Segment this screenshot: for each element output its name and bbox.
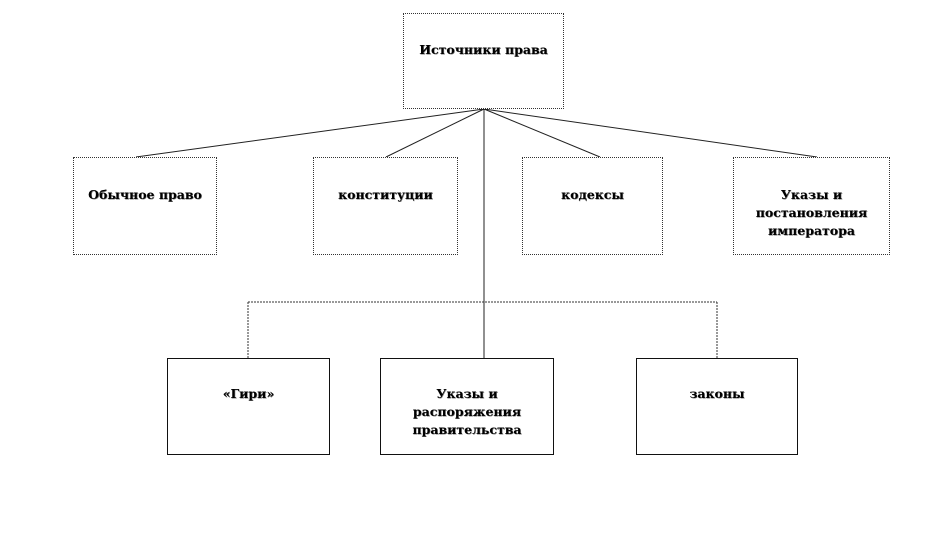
node-ukazy-pravitelstva: Указы и распоряжения правительства [380,358,554,455]
node-kodeksy: кодексы [522,157,663,255]
node-label: законы [689,386,745,401]
node-label: Указы и распоряжения правительства [412,386,522,437]
node-obychnoe-pravo: Обычное право [73,157,217,255]
edge-root-to-kodeksy [483,108,601,158]
node-konstitutsii: конституции [313,157,458,255]
node-label: Указы и постановления императора [755,187,868,238]
node-zakony: законы [636,358,798,455]
edge-root-to-ukazy-imperatora [483,108,818,158]
node-label: Источники права [419,42,548,57]
node-label: Обычное право [88,187,202,202]
node-giri: «Гири» [167,358,330,455]
node-istochniki-prava: Источники права [403,13,564,109]
edge-root-to-konstitutsii [385,108,485,158]
node-label: конституции [338,187,433,202]
node-label: «Гири» [222,386,275,401]
node-label: кодексы [561,187,624,202]
edge-root-to-obychnoe-pravo [135,108,485,158]
node-ukazy-imperatora: Указы и постановления императора [733,157,890,255]
